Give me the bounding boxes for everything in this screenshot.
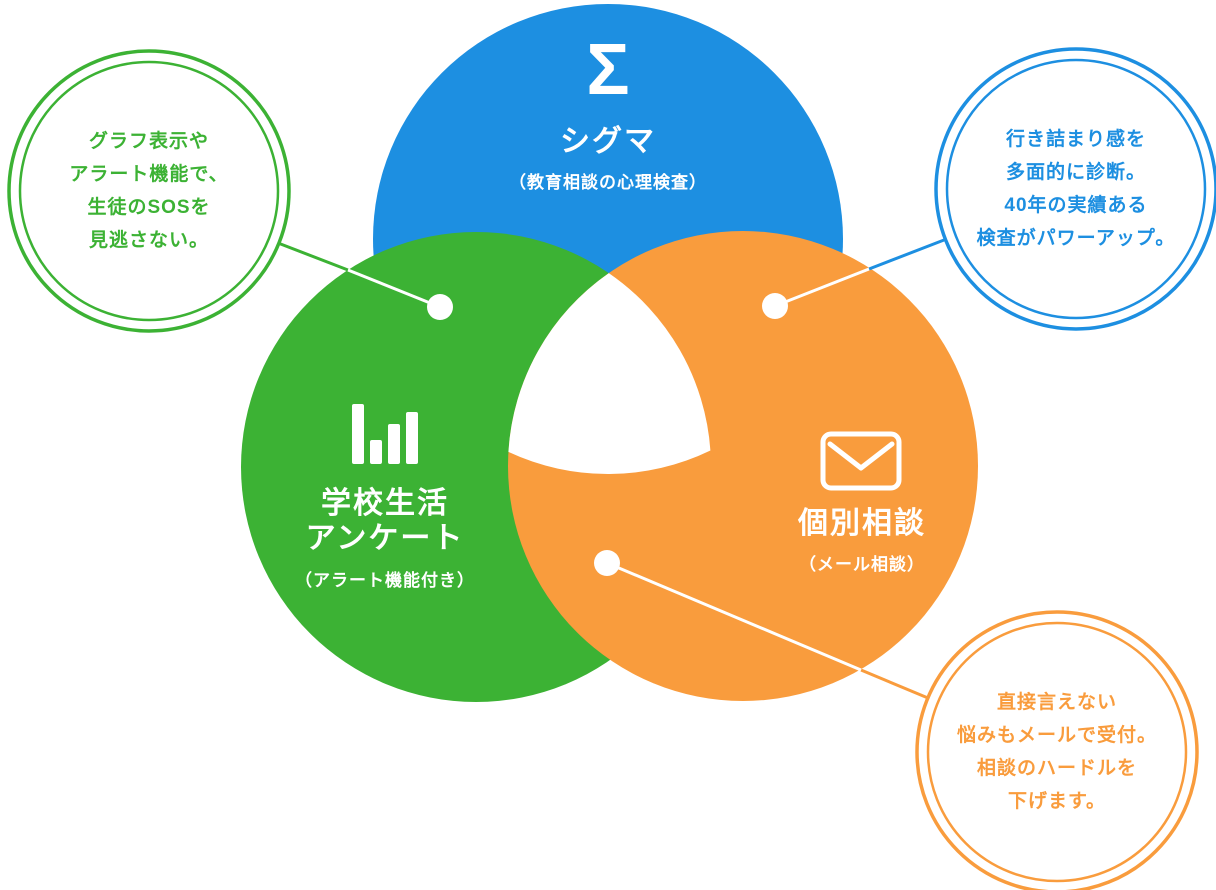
bar-chart-icon: [352, 404, 418, 464]
sigma-connector-line: [868, 238, 945, 271]
survey-callout-ring: [7, 49, 291, 333]
survey-connector-line-inner: [347, 268, 441, 309]
consult-connector-line: [860, 668, 929, 700]
center-overlap-shape: [508, 273, 711, 475]
survey-connector-dot: [427, 294, 453, 320]
mail-icon: [820, 431, 902, 491]
sigma-callout-ring: [934, 47, 1216, 331]
consult-connector-dot: [594, 550, 620, 576]
consult-connector-line-inner: [606, 561, 862, 672]
sigma-connector-dot: [762, 293, 788, 319]
sigma-connector-line-inner: [774, 267, 870, 308]
survey-connector-line: [277, 241, 349, 272]
consult-callout-ring: [915, 610, 1199, 890]
